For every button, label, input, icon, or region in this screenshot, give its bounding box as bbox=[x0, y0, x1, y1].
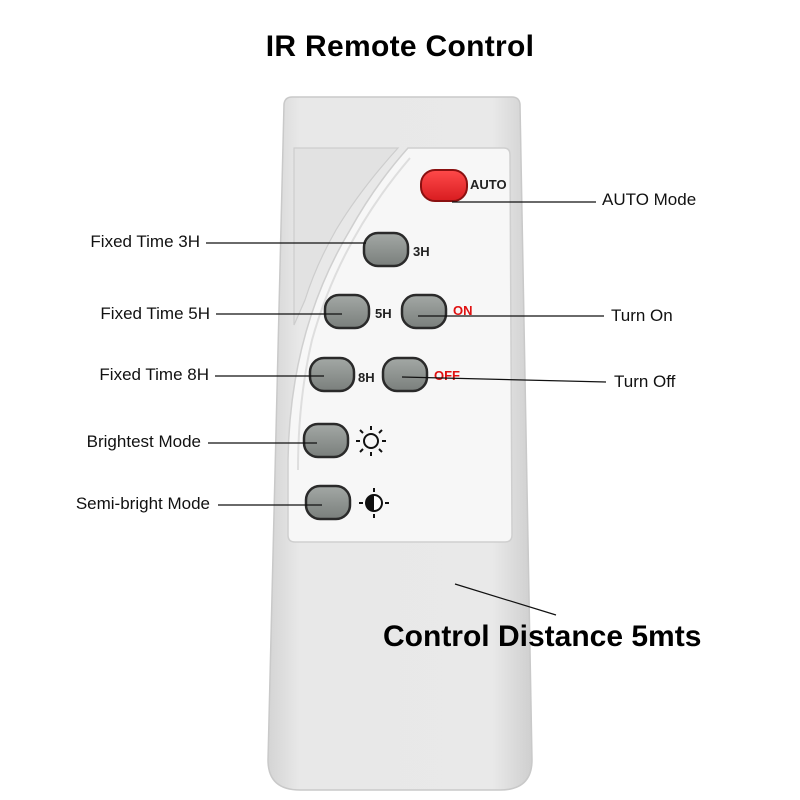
page-title: IR Remote Control bbox=[265, 30, 535, 63]
label-turn-off: Turn Off bbox=[614, 372, 676, 391]
label-fixed-time-5h: Fixed Time 5H bbox=[100, 304, 210, 323]
button-5h-label: 5H bbox=[375, 306, 392, 321]
remote-panel-arc bbox=[297, 157, 411, 471]
half-sun-icon bbox=[359, 488, 389, 518]
off-button[interactable] bbox=[381, 356, 429, 393]
on-button-label: ON bbox=[453, 303, 473, 318]
remote-recess-panel bbox=[293, 147, 400, 326]
sun-icon bbox=[356, 426, 386, 456]
button-3h-label: 3H bbox=[413, 244, 430, 259]
callout-line-distance bbox=[454, 583, 557, 616]
label-brightest-mode: Brightest Mode bbox=[86, 432, 201, 451]
callout-line-off bbox=[401, 376, 607, 383]
button-3h[interactable] bbox=[362, 231, 410, 268]
on-button[interactable] bbox=[400, 293, 448, 330]
brightest-button[interactable] bbox=[302, 422, 350, 459]
button-8h[interactable] bbox=[308, 356, 356, 393]
button-5h[interactable] bbox=[323, 293, 371, 330]
auto-button[interactable] bbox=[420, 169, 468, 202]
button-8h-label: 8H bbox=[358, 370, 375, 385]
label-control-distance: Control Distance 5mts bbox=[383, 620, 702, 653]
callout-lines bbox=[206, 201, 607, 616]
label-fixed-time-8h: Fixed Time 8H bbox=[99, 365, 209, 384]
label-turn-on: Turn On bbox=[611, 306, 673, 325]
off-button-label: OFF bbox=[434, 368, 460, 383]
semi-bright-button[interactable] bbox=[304, 484, 352, 521]
label-auto-mode: AUTO Mode bbox=[602, 190, 697, 209]
auto-button-label: AUTO bbox=[470, 177, 507, 192]
label-fixed-time-3h: Fixed Time 3H bbox=[90, 232, 200, 251]
label-semi-bright-mode: Semi-bright Mode bbox=[75, 494, 210, 513]
